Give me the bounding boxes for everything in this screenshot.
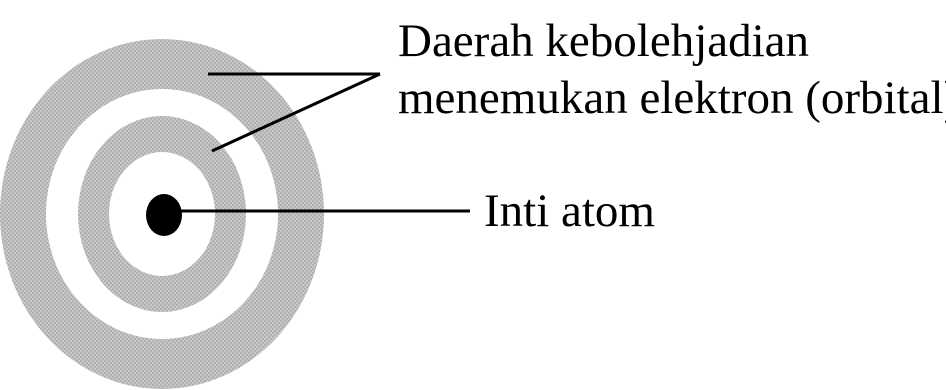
- nucleus-label: Inti atom: [484, 185, 655, 237]
- orbital-label-line2: menemukan elektron (orbital): [398, 72, 946, 124]
- orbital-leader-line-inner: [211, 72, 381, 153]
- orbital-label-line1: Daerah kebolehjadian: [398, 15, 809, 67]
- nucleus-dot: [146, 194, 182, 236]
